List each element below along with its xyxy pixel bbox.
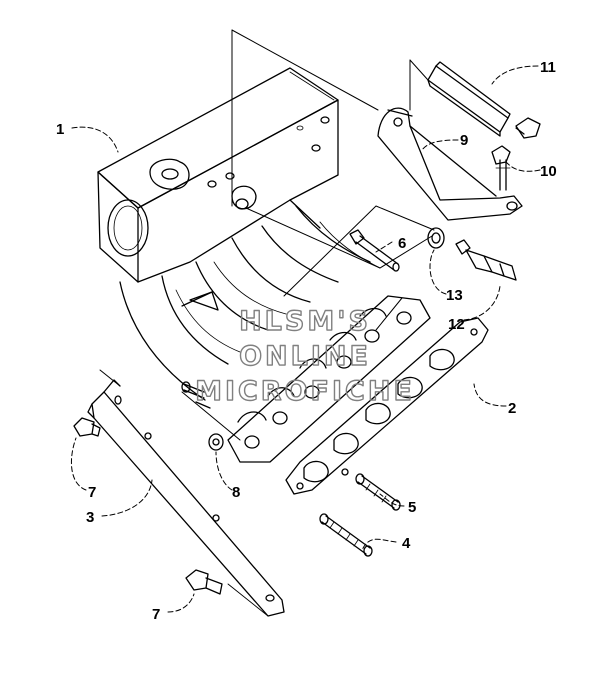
part-11-strap: [427, 61, 511, 137]
callout-13: 13: [446, 287, 463, 304]
callout-1: 1: [56, 121, 64, 138]
part-7-bolt-upper: [73, 417, 101, 437]
leader-lines: [70, 65, 541, 613]
part-4-stud: [319, 513, 373, 557]
callout-4: 4: [402, 535, 411, 552]
callout-labels: 1 2 3 4 5 6 7 7 8 9 10 11 12 13: [56, 59, 557, 623]
part-13-o-ring: [427, 227, 445, 249]
watermark-line-1: HLSM'S: [239, 306, 371, 337]
projection-lines: [99, 29, 435, 441]
callout-6: 6: [398, 235, 406, 252]
callout-3: 3: [86, 509, 94, 526]
part-9-bracket: [377, 107, 523, 221]
part-2-gasket: [285, 317, 489, 495]
part-8-washer: [208, 433, 224, 451]
callout-10: 10: [540, 163, 557, 180]
callout-2: 2: [508, 400, 516, 417]
callout-12: 12: [448, 316, 465, 333]
part-1-plenum: [97, 67, 339, 283]
watermark-line-3: MICROFICHE: [195, 376, 415, 407]
part-6-bolt: [349, 229, 400, 272]
callout-7-upper: 7: [88, 484, 96, 501]
intake-flange-block: [181, 295, 431, 463]
watermark: HLSM'S ONLINE MICROFICHE: [194, 305, 415, 407]
callout-7-lower: 7: [152, 606, 160, 623]
intake-runners: [119, 205, 381, 401]
part-10-bolt: [491, 145, 511, 191]
part-7-bolt-lower: [185, 569, 223, 595]
part-12-sensor: [455, 239, 517, 281]
part-11-bolt: [515, 117, 541, 139]
part-5-stud: [355, 473, 401, 511]
callout-5: 5: [408, 499, 416, 516]
watermark-line-2: ONLINE: [239, 341, 371, 372]
callout-8: 8: [232, 484, 240, 501]
callout-11: 11: [540, 59, 556, 76]
callout-9: 9: [460, 132, 468, 149]
